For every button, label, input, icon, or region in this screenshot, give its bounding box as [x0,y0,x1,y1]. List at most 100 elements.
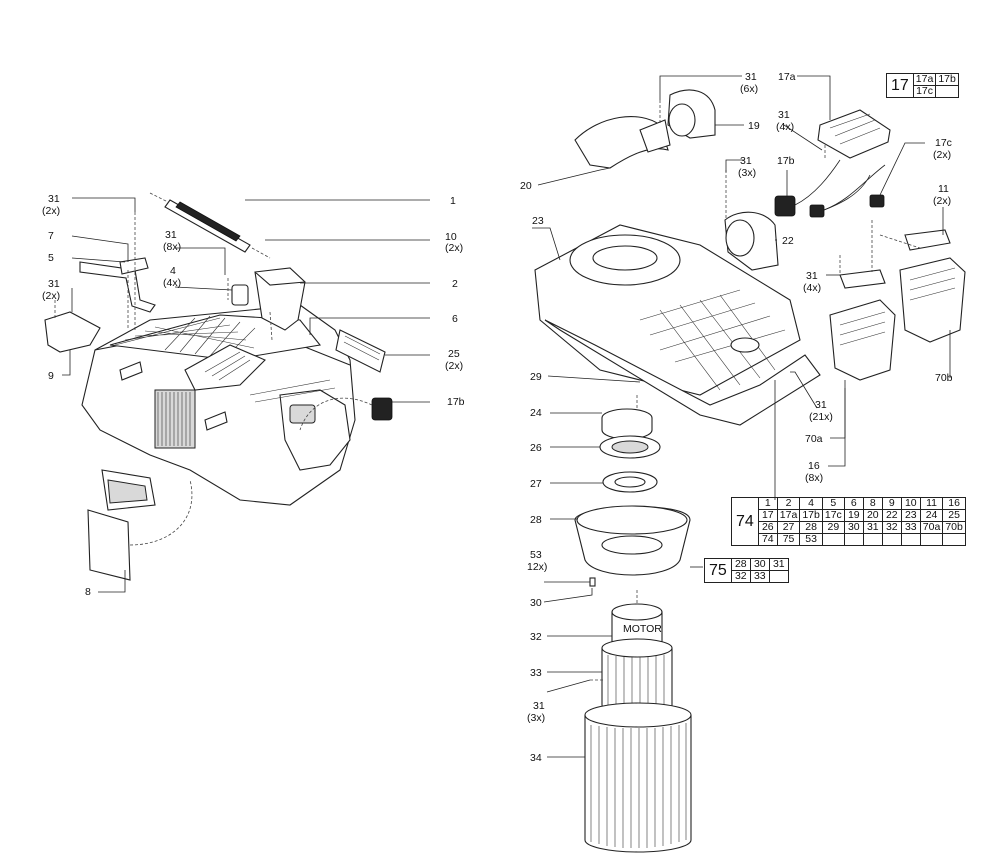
kit-cell: 1 [757,497,778,510]
callout-31d: 31 [745,71,757,83]
kit-table-75: 75 28 30 31 32 33 [704,558,789,583]
callout-31b-qty: (8x) [163,241,181,253]
callout-31g-qty: (4x) [803,282,821,294]
kit-cell: 5 [821,497,845,510]
part-29-gasket [544,319,821,426]
part-24-ring [601,408,653,440]
kit-cell: 17c [821,509,845,522]
part-2-cover [254,267,306,331]
callout-31f-qty: (4x) [776,121,794,133]
kit-cell: 33 [900,521,921,534]
callout-17a: 17a [778,71,796,83]
kit-cell: 17b [799,509,823,522]
left-assembly-lines [54,212,273,341]
callout-5: 5 [48,252,54,264]
callout-28: 28 [530,514,542,526]
kit-74-id: 74 [731,497,759,546]
callout-70a: 70a [805,433,823,445]
kit-cell: 17 [757,509,778,522]
part-26-ring [599,435,661,459]
callout-9: 9 [48,370,54,382]
kit-cell: 17b [935,73,959,86]
callout-31e: 31 [740,155,752,167]
part-31-bracket [839,269,886,289]
part-17b-switch-left [299,397,393,431]
kit-cell [881,533,902,546]
kit-cell [821,533,845,546]
callout-17b-right: 17b [777,155,795,167]
callout-11-qty: (2x) [933,195,951,207]
kit-cell: 28 [799,521,823,534]
callout-17b-left: 17b [447,396,465,408]
kit-cell: 31 [862,521,883,534]
kit-cell [768,570,789,583]
callout-labels: 1 10 (2x) 2 6 25 (2x) 17b 31 (2x) 7 5 31… [42,71,953,764]
part-11-bracket [904,229,951,251]
part-1-rod [149,192,271,259]
kit-cell: 6 [843,497,864,510]
callout-31a-qty: (2x) [42,205,60,217]
part-7-bracket [119,257,149,275]
part-5-handle [79,261,156,313]
callout-31d-qty: (6x) [740,83,758,95]
callout-24: 24 [530,407,542,419]
callout-16: 16 [808,460,820,472]
kit-cell: 32 [730,570,751,583]
part-17c-connectors [809,164,886,218]
callout-31g: 31 [806,270,818,282]
kit-cell [843,533,864,546]
callout-8: 8 [85,586,91,598]
callout-31i: 31 [533,700,545,712]
callout-31b: 31 [165,229,177,241]
kit-cell [919,533,944,546]
callout-10-qty: (2x) [445,242,463,254]
kit-cell: 24 [919,509,944,522]
callout-34: 34 [530,752,542,764]
part-17a-circuit-board [817,109,891,159]
part-19-duct [667,89,716,139]
motor-label: MOTOR [623,623,662,635]
kit-cell: 2 [776,497,801,510]
kit-cell: 20 [862,509,883,522]
kit-cell: 23 [900,509,921,522]
kit-cell: 28 [730,558,751,571]
kit-cell: 30 [843,521,864,534]
callout-19: 19 [748,120,760,132]
callout-31f: 31 [778,109,790,121]
kit-cell: 26 [757,521,778,534]
callout-17c: 17c [935,137,952,149]
callout-31c: 31 [48,278,60,290]
callout-31i-qty: (3x) [527,712,545,724]
kit-cell [942,533,966,546]
part-8-filter [87,469,193,581]
part-34-filter-cartridge [584,702,692,853]
kit-cell: 8 [862,497,883,510]
callout-1: 1 [450,195,456,207]
kit-cell: 17a [776,509,801,522]
kit-cell: 10 [900,497,921,510]
kit-cell [900,533,921,546]
kit-table-74: 74 1 2 4 5 6 8 9 10 11 16 17 17a 17b 17c… [731,497,966,546]
kit-cell: 29 [821,521,845,534]
kit-cell: 75 [776,533,801,546]
left-leaders [62,197,430,593]
kit-75-id: 75 [704,558,732,583]
kit-cell: 31 [768,558,789,571]
part-20-inlet-pipe [574,116,671,169]
kit-cell: 4 [799,497,823,510]
kit-cell: 9 [881,497,902,510]
kit-cell [935,85,959,98]
callout-23: 23 [532,215,544,227]
callout-29: 29 [530,371,542,383]
callout-30: 30 [530,597,542,609]
part-33-fan-housing [601,638,673,715]
kit-cell: 16 [942,497,966,510]
kit-cell: 11 [919,497,944,510]
kit-cell: 53 [799,533,823,546]
callout-6: 6 [452,313,458,325]
kit-table-17: 17 17a 17b 17c [886,73,959,98]
callout-31a: 31 [48,193,60,205]
callout-25: 25 [448,348,460,360]
callout-7: 7 [48,230,54,242]
callout-16-qty: (8x) [805,472,823,484]
